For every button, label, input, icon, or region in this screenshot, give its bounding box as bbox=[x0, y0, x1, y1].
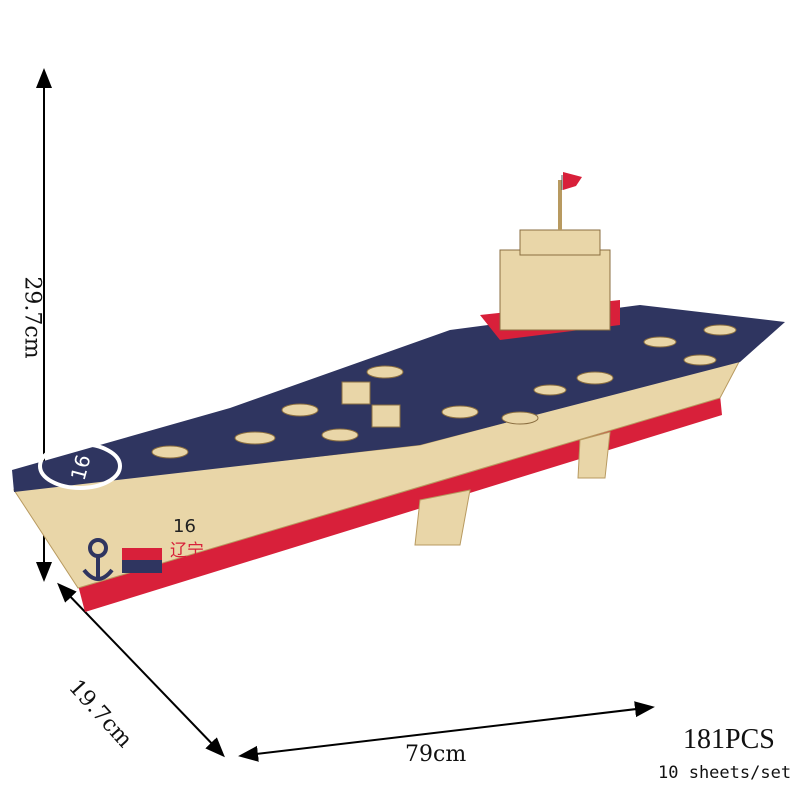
ship-name: 辽宁 bbox=[170, 541, 204, 561]
width-arrow bbox=[238, 701, 655, 762]
flight-deck bbox=[12, 305, 785, 492]
stand bbox=[577, 431, 611, 479]
anchor-icon bbox=[82, 538, 114, 581]
width-label: 79cm bbox=[405, 742, 467, 767]
piece-count: 181PCS bbox=[683, 724, 775, 755]
deck-number-circle bbox=[38, 442, 122, 490]
aircraft bbox=[151, 324, 737, 459]
hull-number: 16 bbox=[173, 516, 196, 537]
sheet-count: 10 sheets/set bbox=[658, 763, 792, 783]
island-superstructure bbox=[480, 172, 620, 340]
flag bbox=[563, 172, 582, 190]
height-label: 29.7cm bbox=[19, 276, 45, 359]
hull-red bbox=[78, 395, 722, 612]
depth-arrow bbox=[57, 582, 225, 758]
stand bbox=[414, 489, 471, 546]
